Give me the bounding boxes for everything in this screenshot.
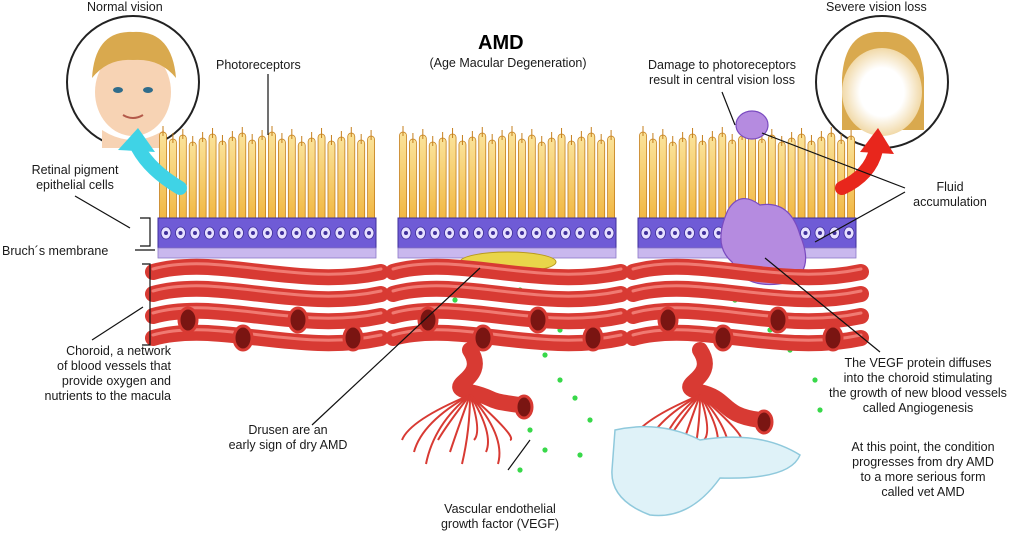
diagram-title: AMD bbox=[478, 32, 524, 54]
diagram-subtitle: (Age Macular Degeneration) bbox=[429, 56, 587, 70]
choroid-vessels bbox=[145, 258, 869, 517]
normal-vision-label: Normal vision bbox=[87, 0, 163, 14]
normal-vision-face-icon bbox=[66, 15, 200, 149]
blurred-vision-face-icon bbox=[815, 15, 949, 149]
leader-lines bbox=[74, 74, 906, 471]
photoreceptors-label: Photoreceptors bbox=[216, 58, 301, 72]
cyan-arrow-icon bbox=[118, 128, 187, 195]
bruch-membrane-label: Bruch´s membrane bbox=[2, 244, 109, 258]
severe-vision-loss-label: Severe vision loss bbox=[826, 0, 927, 14]
retina-columns bbox=[157, 110, 857, 473]
